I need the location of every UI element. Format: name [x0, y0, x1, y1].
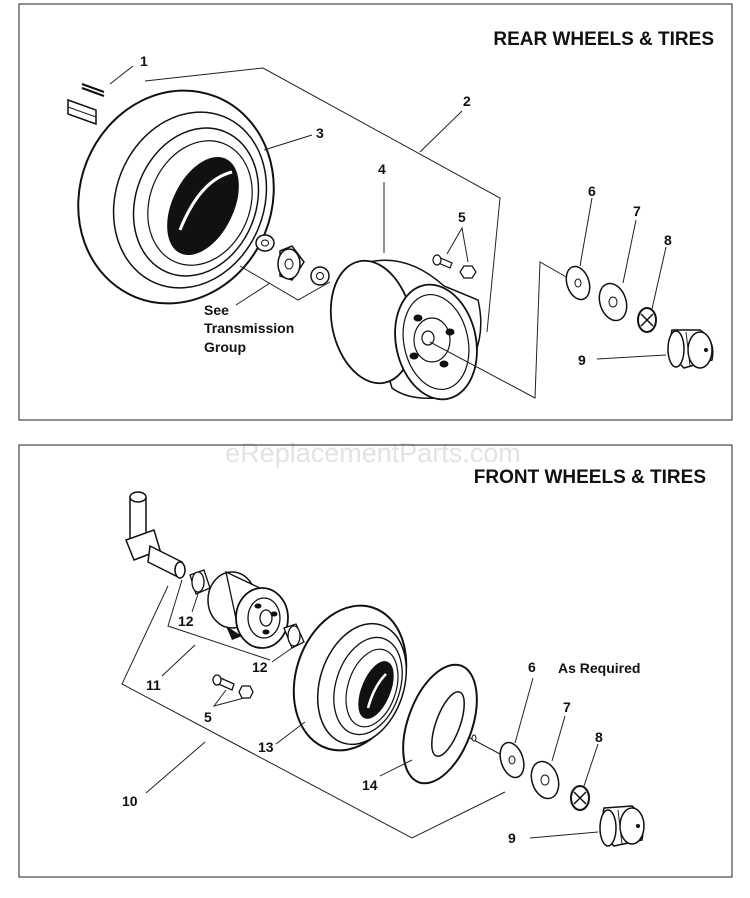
rear-part-4-rim[interactable] [320, 253, 487, 407]
rear-panel-title: REAR WHEELS & TIRES [493, 29, 714, 50]
leader-transmission [239, 265, 331, 301]
leader-9-front [529, 831, 599, 839]
bracket-11 [167, 579, 271, 661]
front-spindle[interactable] [125, 491, 186, 580]
front-callout-13: 13 [258, 739, 274, 755]
front-rim[interactable] [207, 570, 289, 649]
rear-wheels-panel: REAR WHEELS & TIRES 1 2 3 [18, 3, 733, 421]
front-note-as-required: As Required [558, 660, 640, 676]
watermark-text: eReplacementParts.com [225, 438, 521, 468]
front-part-12-bearing-right[interactable] [283, 623, 305, 649]
rear-callout-7: 7 [633, 203, 641, 219]
front-part-5-bolt[interactable] [212, 674, 254, 699]
leader-7-front [551, 715, 566, 762]
rear-part-7-spacer[interactable] [595, 280, 631, 324]
rear-callout-9: 9 [578, 352, 586, 368]
front-callout-8: 8 [595, 729, 603, 745]
rear-panel-border [18, 3, 733, 421]
front-callout-10: 10 [122, 793, 138, 809]
leader-see [235, 282, 271, 306]
rear-part-5-bolt[interactable] [432, 254, 477, 279]
front-part-7-spacer[interactable] [527, 758, 563, 802]
leader-10 [145, 741, 206, 794]
leader-7 [622, 219, 637, 284]
leader-8 [651, 246, 667, 310]
bracket-10 [121, 585, 506, 839]
front-callout-6: 6 [528, 659, 536, 675]
leader-14 [379, 759, 413, 777]
leader-6-front [514, 677, 534, 744]
front-callout-5: 5 [204, 709, 212, 725]
leader-3 [263, 134, 313, 151]
leader-6 [579, 197, 593, 267]
leader-2-bracket [144, 67, 501, 333]
front-panel-title: FRONT WHEELS & TIRES [474, 467, 706, 488]
rear-axle-line [429, 261, 569, 399]
leader-5 [446, 226, 469, 263]
leader-8-front [583, 743, 599, 787]
front-callout-14: 14 [362, 777, 378, 793]
rear-note-line-2: Transmission [204, 320, 294, 336]
rear-part-9-cap[interactable] [667, 329, 714, 369]
rear-callout-8: 8 [664, 232, 672, 248]
front-panel-border [18, 444, 733, 878]
rear-callout-2: 2 [463, 93, 471, 109]
leader-9 [596, 354, 667, 360]
front-callout-12b: 12 [252, 659, 268, 675]
leader-1 [109, 65, 134, 85]
leader-12b [271, 647, 293, 663]
front-callout-12a: 12 [178, 613, 194, 629]
leader-11 [161, 644, 196, 677]
rear-callout-5: 5 [458, 209, 466, 225]
rear-part-8-clip[interactable] [637, 307, 657, 333]
front-wheels-panel: FRONT WHEELS & TIRES 10 11 12 [18, 444, 733, 878]
leader-12a [191, 593, 199, 613]
front-part-8-clip[interactable] [570, 785, 590, 811]
front-part-9-cap[interactable] [599, 805, 645, 847]
front-callout-11: 11 [146, 677, 161, 693]
rear-callout-1: 1 [140, 53, 148, 69]
front-part-12-bearing-left[interactable] [189, 569, 211, 595]
front-callout-7: 7 [563, 699, 571, 715]
transmission-spacers[interactable] [255, 234, 330, 286]
leader-13 [275, 721, 306, 745]
front-callout-9: 9 [508, 830, 516, 846]
front-part-13-tire[interactable] [276, 591, 424, 765]
rear-callout-4: 4 [378, 161, 386, 177]
rear-note-line-1: See [204, 302, 229, 318]
front-part-14-tube[interactable] [389, 655, 492, 793]
rear-callout-6: 6 [588, 183, 596, 199]
rear-part-1-key[interactable] [67, 83, 105, 126]
rear-part-6-washer[interactable] [562, 263, 593, 302]
leader-5-front [212, 689, 245, 707]
front-part-6-washer[interactable] [496, 739, 528, 780]
rear-note-line-3: Group [204, 339, 246, 355]
rear-callout-3: 3 [316, 125, 324, 141]
rear-part-3-tire[interactable] [47, 61, 306, 333]
leader-2 [419, 110, 463, 153]
